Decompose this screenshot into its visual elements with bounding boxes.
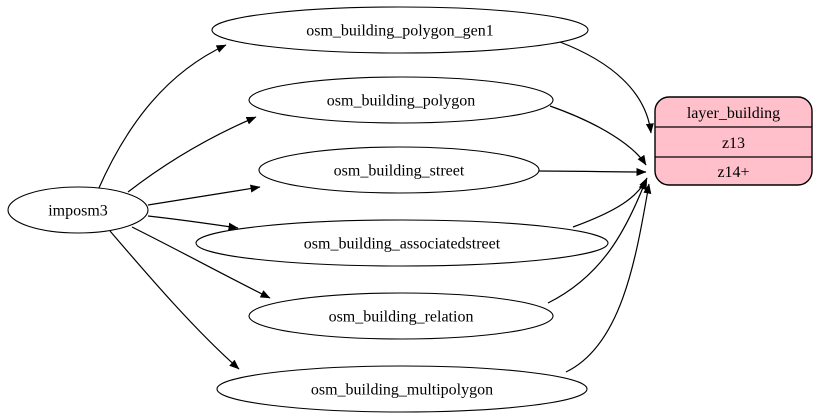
edge-imposm3-to-osm_building_relation: [131, 226, 271, 299]
node-osm_building_polygon_gen1-shape: [211, 6, 589, 54]
edge-osm_building_multipolygon-to-layer_building-port-z14+: [565, 183, 652, 373]
layer-building-title: layer_building: [687, 105, 780, 122]
node-osm_building_associatedstreet: osm_building_associatedstreet: [195, 219, 609, 267]
node-imposm3-label: imposm3: [48, 203, 108, 220]
node-osm_building_polygon-label: osm_building_polygon: [327, 93, 475, 110]
node-osm_building_multipolygon-shape: [216, 365, 588, 413]
edge-imposm3-to-osm_building_associatedstreet: [147, 215, 239, 231]
node-osm_building_street-shape: [258, 146, 540, 194]
node-osm_building_relation-label: osm_building_relation: [329, 309, 474, 326]
node-osm_building_relation-shape: [248, 292, 554, 340]
node-imposm3: imposm3: [7, 186, 149, 234]
node-osm_building_street: osm_building_street: [258, 146, 540, 194]
node-osm_building_polygon-shape: [248, 76, 554, 124]
node-osm_building_polygon_gen1: osm_building_polygon_gen1: [211, 6, 589, 54]
node-osm_building_relation: osm_building_relation: [248, 292, 554, 340]
edge-osm_building_polygon_gen1-to-layer_building-port-z13: [559, 41, 654, 134]
node-osm_building_polygon: osm_building_polygon: [248, 76, 554, 124]
edge-imposm3-to-osm_building_multipolygon: [109, 230, 240, 370]
node-osm_building_associatedstreet-label: osm_building_associatedstreet: [304, 236, 501, 253]
node-osm_building_polygon_gen1-label: osm_building_polygon_gen1: [306, 23, 494, 40]
edge-imposm3-to-osm_building_street: [147, 184, 261, 206]
node-osm_building_associatedstreet-shape: [195, 219, 609, 267]
edge-osm_building_associatedstreet-to-layer_building-port-z14+: [572, 177, 648, 228]
node-imposm3-shape: [7, 186, 149, 234]
edge-osm_building_relation-to-layer_building-port-z14+: [547, 179, 647, 304]
node-osm_building_street-label: osm_building_street: [334, 163, 465, 180]
edge-osm_building_polygon-to-layer_building-port-z14+: [549, 105, 647, 166]
edge-imposm3-to-osm_building_polygon_gen1: [97, 44, 227, 191]
record-row-z14plus-label: z14+: [717, 164, 749, 181]
node-layer-building: layer_building z13 z14+: [654, 96, 813, 186]
node-osm_building_multipolygon-label: osm_building_multipolygon: [311, 382, 493, 399]
layer-building-box: [654, 96, 813, 186]
edges-layer: [97, 41, 654, 373]
edge-osm_building_street-to-layer_building-port-z14+: [538, 167, 647, 176]
record-row-z13-label: z13: [722, 135, 745, 152]
edge-imposm3-to-osm_building_polygon: [127, 116, 257, 193]
node-osm_building_multipolygon: osm_building_multipolygon: [216, 365, 588, 413]
nodes-layer: imposm3 osm_building_polygon_gen1 osm_buil…: [7, 6, 813, 413]
